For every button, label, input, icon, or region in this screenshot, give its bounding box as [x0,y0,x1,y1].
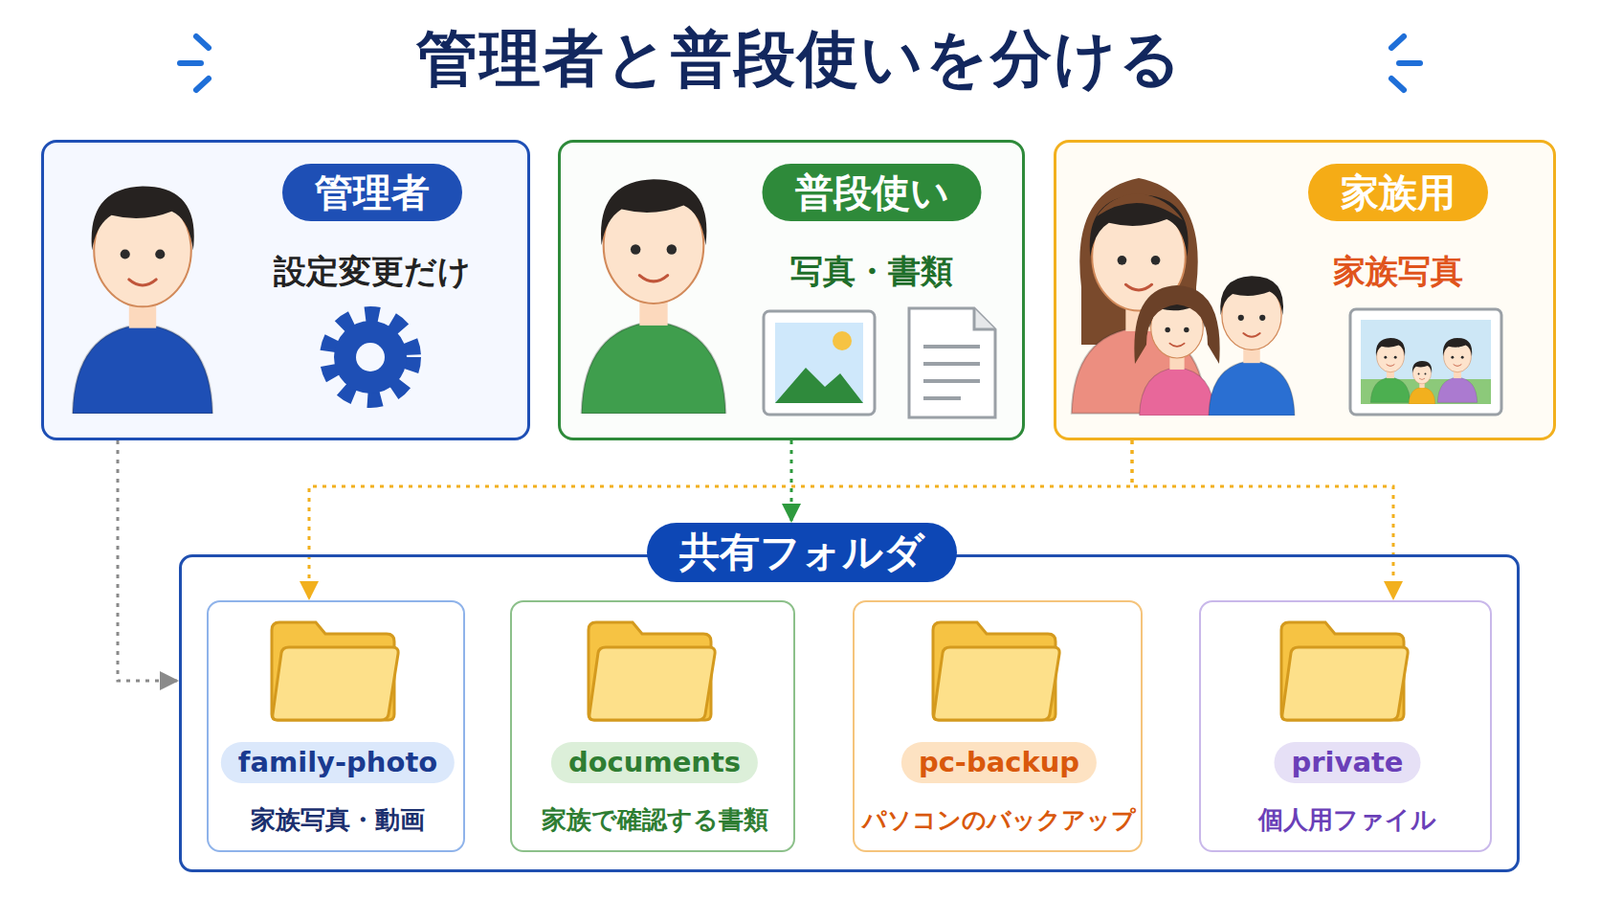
role-pill: 家族用 [1308,163,1489,222]
folder-name: family-photo [221,741,455,783]
page-title: 管理者と普段使いを分ける [416,17,1184,101]
dotted-arrow [790,440,794,521]
dotted-arrow [309,440,1133,599]
dotted-arrow [117,440,178,681]
folder-box: family-photo 家族写真・動画 [206,600,466,852]
shared-folder-group: 共有フォルダfamily-photo家族写真・動画documents家族で確認す… [178,554,1520,872]
folder-box: documents 家族で確認する書類 [510,600,796,852]
folder-note: 個人用ファイル [1258,804,1437,835]
role-note: 家族写真 [1333,251,1464,291]
folder-name: documents [551,741,758,783]
role-note: 写真・書類 [790,251,954,291]
role-box: 家族用家族写真 [1053,139,1556,441]
dotted-arrow [1132,440,1394,599]
group-label: 共有フォルダ [646,522,957,582]
folder-name: pc-backup [901,741,1097,783]
role-note: 設定変更だけ [273,251,471,291]
folder-box: pc-backup パソコンのバックアップ [852,600,1143,852]
folder-box: private 個人用ファイル [1199,600,1492,852]
folder-note: 家族で確認する書類 [541,804,769,835]
role-pill: 普段使い [762,163,982,222]
folder-note: パソコンのバックアップ [862,804,1136,835]
folder-note: 家族写真・動画 [250,804,425,835]
role-pill: 管理者 [282,163,463,222]
role-box: 管理者設定変更だけ [41,139,531,441]
folder-name: private [1273,741,1421,783]
role-box: 普段使い写真・書類 [557,139,1025,441]
